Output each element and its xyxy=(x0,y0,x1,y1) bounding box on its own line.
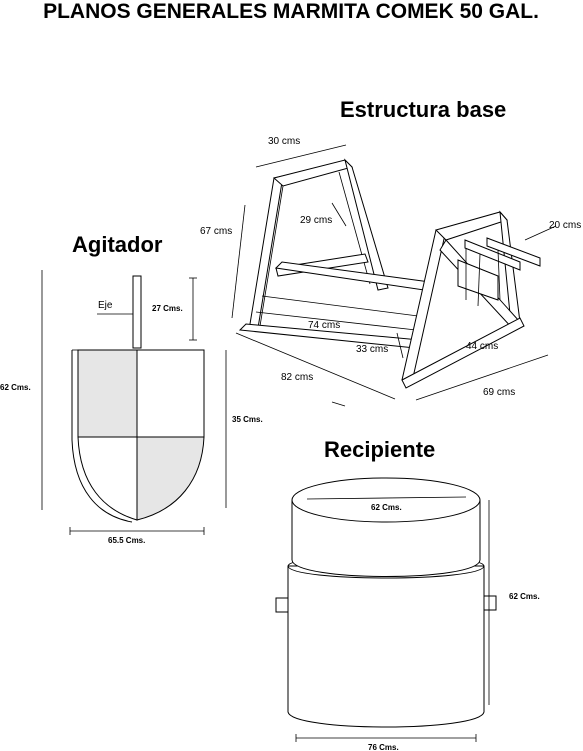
handle-right xyxy=(483,595,497,611)
dim-line-82b xyxy=(331,401,346,407)
recipiente-drawing: Recipiente 62 Cms. 62 Cms. 76 Cms. xyxy=(275,437,540,751)
top-support-block xyxy=(457,259,499,301)
frame-left-top-bar xyxy=(272,159,353,187)
dim-69: 69 cms xyxy=(483,387,515,398)
dim-line-33 xyxy=(396,332,404,359)
dim-29: 29 cms xyxy=(300,215,332,226)
recipiente-body xyxy=(287,565,485,728)
dim-line-29 xyxy=(331,202,347,227)
frame-left-outer-left-leg xyxy=(248,175,284,331)
support-line-3 xyxy=(497,249,501,301)
top-support-bar-2 xyxy=(486,237,541,267)
dim-line-67 xyxy=(231,204,246,319)
dim-62-top: 62 Cms. xyxy=(371,503,402,512)
dim-655: 65.5 Cms. xyxy=(108,536,145,545)
dim-20: 20 cms xyxy=(549,220,581,231)
paddle-outer-rim xyxy=(71,350,133,523)
support-line-2 xyxy=(477,253,481,307)
estructura-title: Estructura base xyxy=(340,97,506,122)
dim-line-20 xyxy=(524,225,557,241)
base-rail-line xyxy=(261,295,419,317)
top-support-bar-1 xyxy=(464,239,521,271)
dim-35: 35 Cms. xyxy=(232,415,263,424)
page-title: PLANOS GENERALES MARMITA COMEK 50 GAL. xyxy=(43,0,539,23)
estructura-base-drawing: Estructura base xyxy=(200,97,581,407)
dim-67: 67 cms xyxy=(200,226,232,237)
eje-label: Eje xyxy=(98,300,113,311)
dim-62-agitador: 62 Cms. xyxy=(0,383,31,392)
frame-right-top-bar xyxy=(435,211,508,241)
frame-right-bottom-rail xyxy=(401,317,525,389)
frame-right-left-leg xyxy=(401,229,447,383)
agitador-drawing: Agitador Eje 27 Cms. 62 Cms. 35 Cms. 65.… xyxy=(0,232,263,545)
dim-27: 27 Cms. xyxy=(152,304,183,313)
handle-left xyxy=(275,597,289,613)
paddle-shade-bottom-right xyxy=(136,436,205,521)
recipiente-title: Recipiente xyxy=(324,437,435,462)
agitador-shaft xyxy=(132,275,142,349)
paddle-white-bottom-left xyxy=(77,436,138,521)
dim-44: 44 cms xyxy=(466,341,498,352)
paddle-shade-top-left xyxy=(77,349,138,438)
paddle-white-top-right xyxy=(136,349,205,438)
dim-76: 76 Cms. xyxy=(368,743,399,751)
dim-line-62-top xyxy=(306,496,467,500)
dim-line-30 xyxy=(255,144,347,168)
dim-82: 82 cms xyxy=(281,372,313,383)
frame-left-inner-line-2 xyxy=(338,171,371,285)
agitador-title: Agitador xyxy=(72,232,163,257)
dim-62-height: 62 Cms. xyxy=(509,592,540,601)
base-rail-line-2 xyxy=(255,311,417,331)
dim-30: 30 cms xyxy=(268,136,300,147)
dim-74: 74 cms xyxy=(308,320,340,331)
base-rail-front xyxy=(274,261,431,291)
dim-33: 33 cms xyxy=(356,344,388,355)
dim-line-82 xyxy=(235,332,396,400)
dim-line-69 xyxy=(415,354,549,401)
frame-left-inner-line xyxy=(259,185,284,327)
recipiente-top-ellipse xyxy=(291,477,481,523)
frame-left-right-leg xyxy=(344,158,389,291)
